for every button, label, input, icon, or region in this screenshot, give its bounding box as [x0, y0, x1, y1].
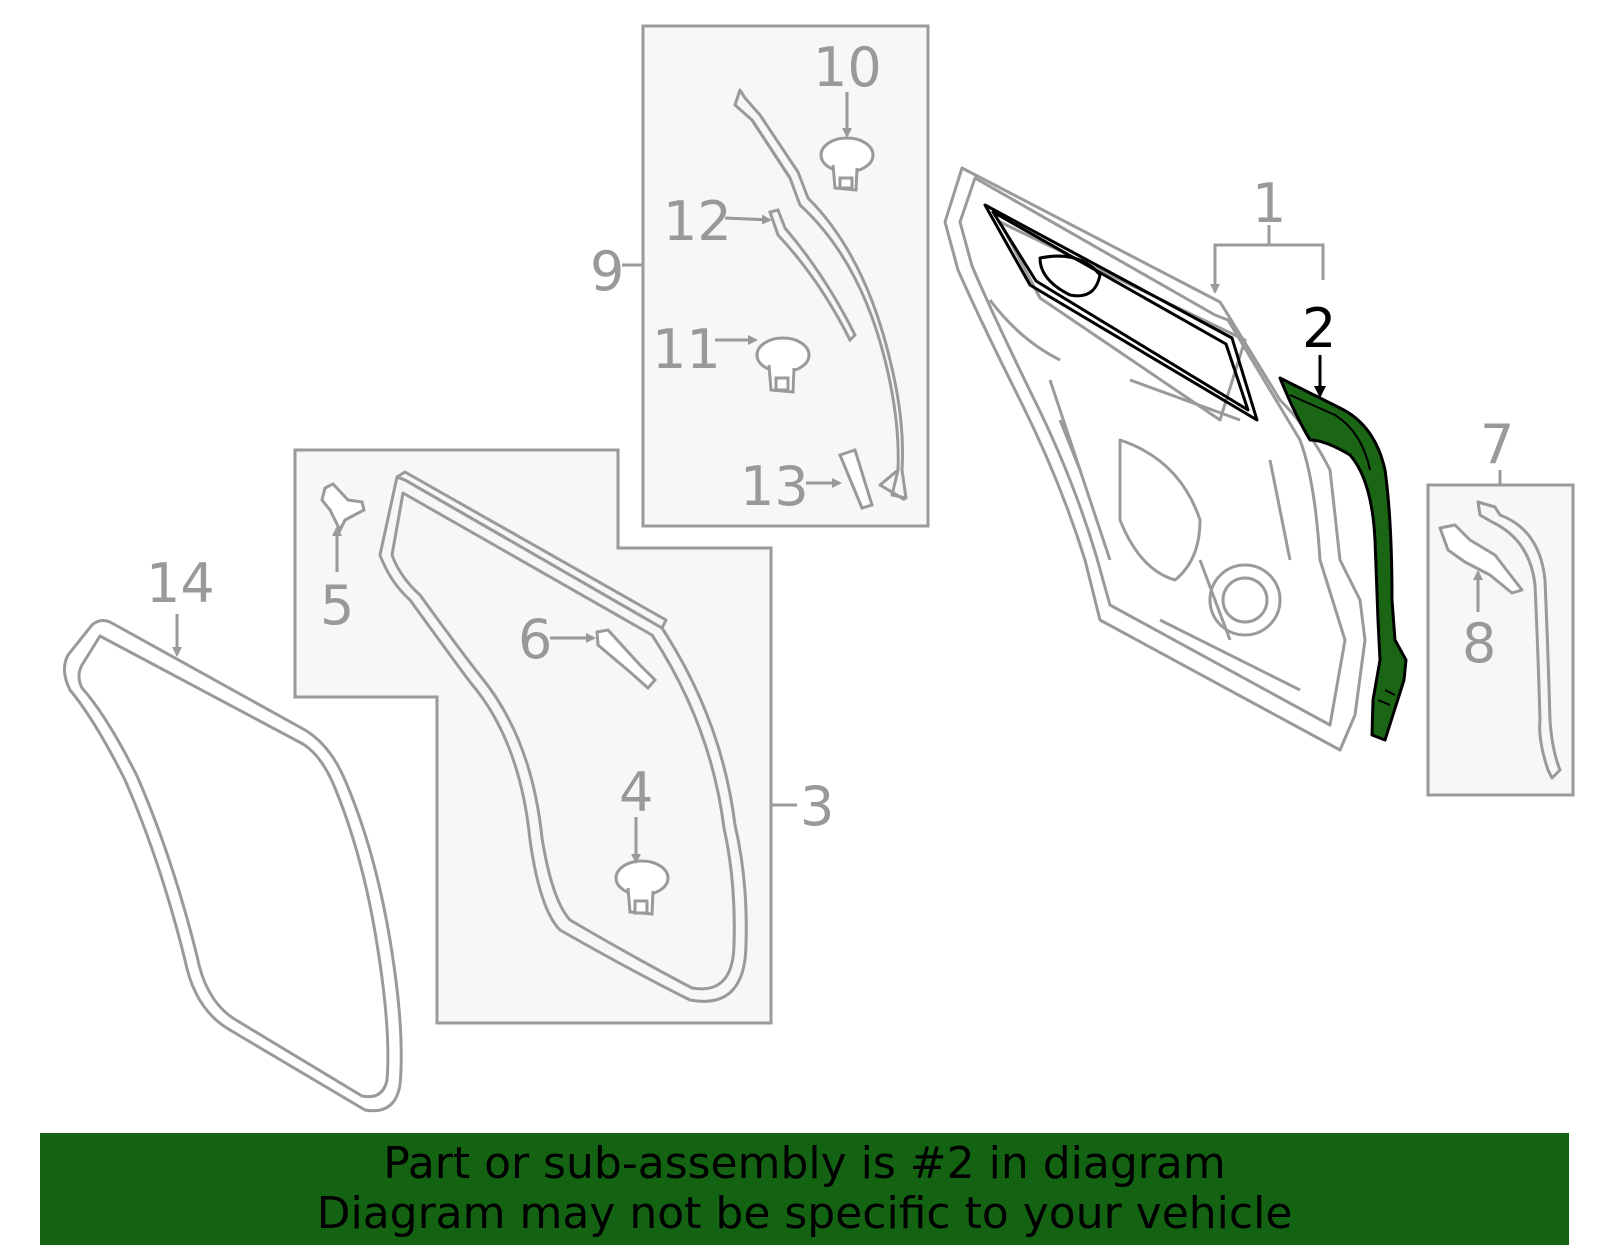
banner-line-1: Part or sub-assembly is #2 in diagram: [383, 1138, 1226, 1189]
callout-11: 11: [652, 318, 721, 381]
group-box-9: [622, 24, 930, 528]
part-2-highlighted-seal: [1278, 376, 1408, 742]
callout-3: 3: [800, 775, 834, 838]
group-box-7: [1426, 470, 1575, 797]
part-4-clip: [614, 859, 670, 916]
arrows-group-9: [715, 92, 852, 488]
callout-9: 9: [590, 240, 624, 303]
part-13-wedge: [837, 448, 874, 510]
part-1-window-frame: [983, 203, 1259, 422]
banner-line-2: Diagram may not be specific to your vehi…: [316, 1188, 1293, 1239]
callout-14: 14: [146, 552, 215, 615]
info-banner: Part or sub-assembly is #2 in diagram Di…: [40, 1133, 1569, 1245]
part-5-bracket: [320, 482, 366, 534]
callout-1-bracket: [1210, 225, 1325, 294]
group-box-3: [293, 448, 797, 1025]
callout-4: 4: [619, 761, 653, 824]
part-6-bracket: [595, 628, 658, 691]
part-11-clip: [755, 336, 811, 394]
part-10-clip: [819, 136, 875, 192]
part-7-molding: [1476, 500, 1562, 780]
callout-2: 2: [1302, 297, 1336, 360]
callout-5: 5: [320, 574, 354, 637]
part-3-weatherstrip: [378, 470, 748, 1003]
part-8-bracket: [1438, 523, 1524, 595]
callout-10: 10: [813, 36, 882, 99]
callout-13: 13: [740, 455, 809, 518]
callout-8: 8: [1462, 612, 1496, 675]
callout-6: 6: [518, 608, 552, 671]
callout-labels: 1 2 3 4 5 6 7 8 9 10 11 12 13 14: [146, 36, 1514, 838]
callout-1: 1: [1252, 172, 1286, 235]
part-9-molding: [733, 88, 908, 502]
banner-background: [40, 1133, 1569, 1245]
part-1-door-shell: [943, 166, 1367, 752]
arrows-group-3: [332, 526, 641, 864]
part-12-strip: [768, 208, 857, 343]
callout-12: 12: [663, 190, 732, 253]
part-14-door-seal: [63, 619, 403, 1113]
callout-7: 7: [1480, 413, 1514, 476]
